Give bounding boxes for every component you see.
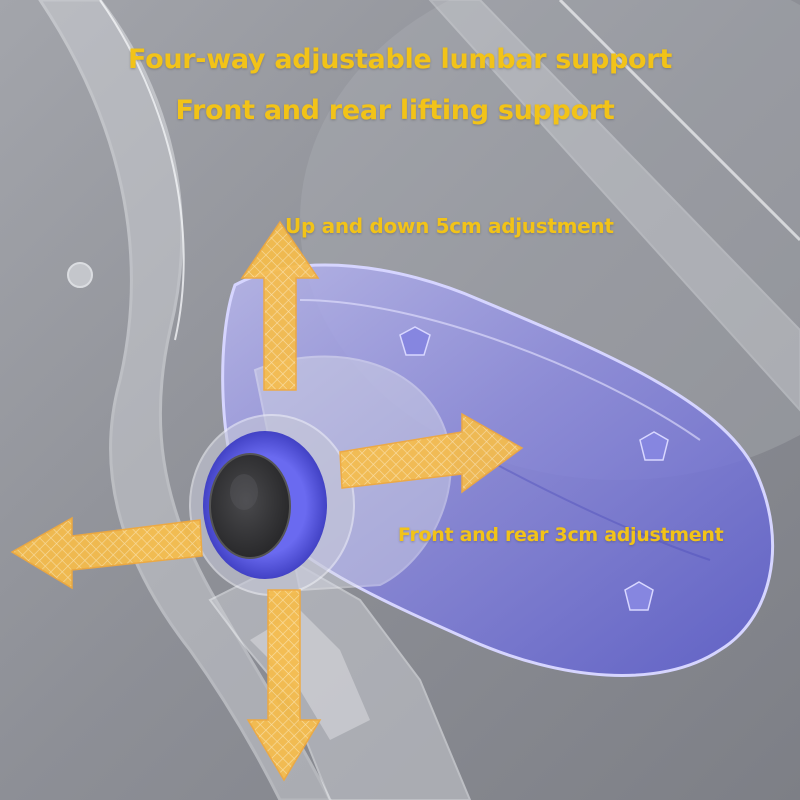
- headline-line-1: Four-way adjustable lumbar support: [128, 44, 672, 75]
- double-arrow-vertical-icon: [240, 220, 322, 782]
- double-arrow-horizontal-icon: [10, 412, 524, 590]
- label-horizontal-adjustment: Front and rear 3cm adjustment: [398, 524, 724, 546]
- adjustment-knob: [189, 414, 355, 596]
- label-vertical-adjustment: Up and down 5cm adjustment: [285, 214, 614, 238]
- headline-line-2: Front and rear lifting support: [175, 95, 615, 126]
